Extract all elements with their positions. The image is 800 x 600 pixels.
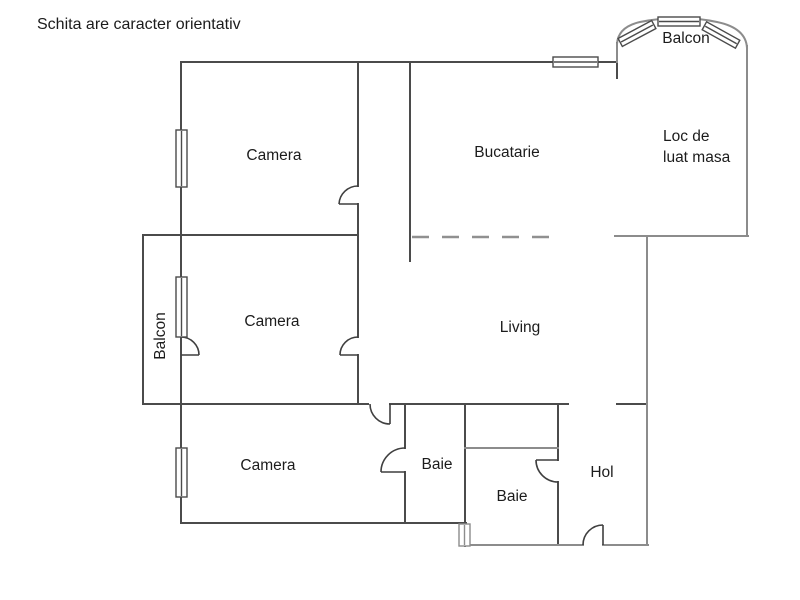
disclaimer-text: Schita are caracter orientativ: [37, 16, 241, 33]
window-balcony-top-right: [701, 20, 741, 50]
door-hol-baie: [535, 459, 559, 483]
window-balcony-left: [175, 276, 188, 338]
door-balcony-left: [180, 336, 200, 356]
window-kitchen-top: [552, 56, 599, 68]
window-baie-bottom: [458, 523, 471, 547]
walls: [142, 42, 648, 547]
room-label-living: Living: [499, 319, 541, 336]
window-balcony-top-center: [657, 16, 701, 27]
door-living-camera: [369, 403, 391, 425]
door-camera-top: [338, 185, 359, 205]
room-label-camera-middle: Camera: [244, 313, 300, 330]
room-label-camera-bottom: Camera: [240, 457, 296, 474]
room-label-baie-left: Baie: [421, 456, 453, 473]
room-label-balcon-top: Balcon: [662, 30, 710, 47]
door-camera-middle: [339, 336, 359, 356]
room-label-bucatarie: Bucatarie: [474, 144, 540, 161]
room-label-baie-right: Baie: [496, 488, 528, 505]
loc-label-line2: luat masa: [663, 149, 731, 166]
window-balcony-top-left: [617, 19, 657, 48]
room-label-camera-top: Camera: [246, 147, 302, 164]
window-camera-top: [175, 129, 188, 188]
doors: [180, 185, 604, 546]
windows: [175, 16, 741, 547]
room-label-balcon-left: Balcon: [152, 312, 169, 360]
room-label-hol: Hol: [590, 464, 614, 481]
loc-label-line1: Loc de: [663, 128, 710, 145]
door-camera-baie: [380, 447, 406, 473]
window-camera-bottom: [175, 447, 188, 498]
room-label-loc-de-luat-masa: Loc de luat masa: [663, 126, 730, 168]
door-entry: [582, 524, 604, 546]
